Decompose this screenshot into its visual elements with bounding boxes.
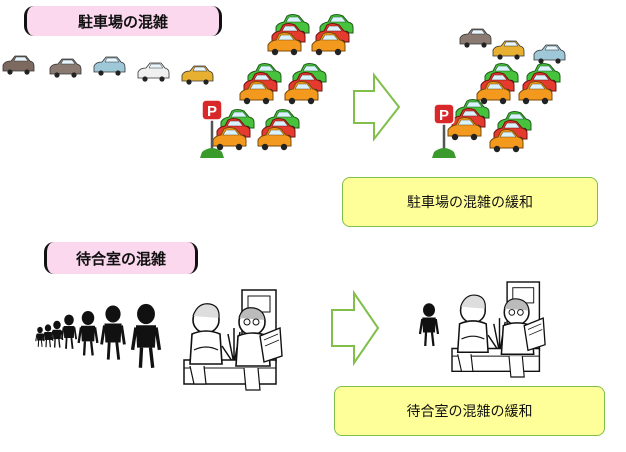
transition-arrow-icon	[353, 72, 401, 142]
parking-congestion-title: 駐車場の混雑	[24, 6, 222, 36]
parking-sign-letter: P	[207, 103, 217, 120]
single-waiting-person	[418, 302, 440, 348]
parking-congestion-relief-label: 駐車場の混雑の緩和	[342, 177, 598, 227]
parking-sign-icon-after: P	[432, 103, 456, 158]
queue-of-people	[35, 302, 162, 370]
crowded-waiting-room	[183, 289, 283, 391]
relieved-waiting-room	[451, 281, 546, 378]
relieved-parking-lot	[448, 64, 560, 153]
cars-on-road-queue	[2, 55, 214, 86]
waiting-room-congestion-title: 待合室の混雑	[44, 242, 198, 274]
crowded-parking-lot	[213, 15, 353, 151]
parking-sign-icon: P	[200, 99, 224, 158]
waiting-room-congestion-relief-label: 待合室の混雑の緩和	[334, 386, 605, 436]
transition-arrow-icon-2	[331, 289, 380, 367]
arriving-cars	[459, 28, 566, 65]
parking-sign-letter-after: P	[439, 107, 449, 124]
